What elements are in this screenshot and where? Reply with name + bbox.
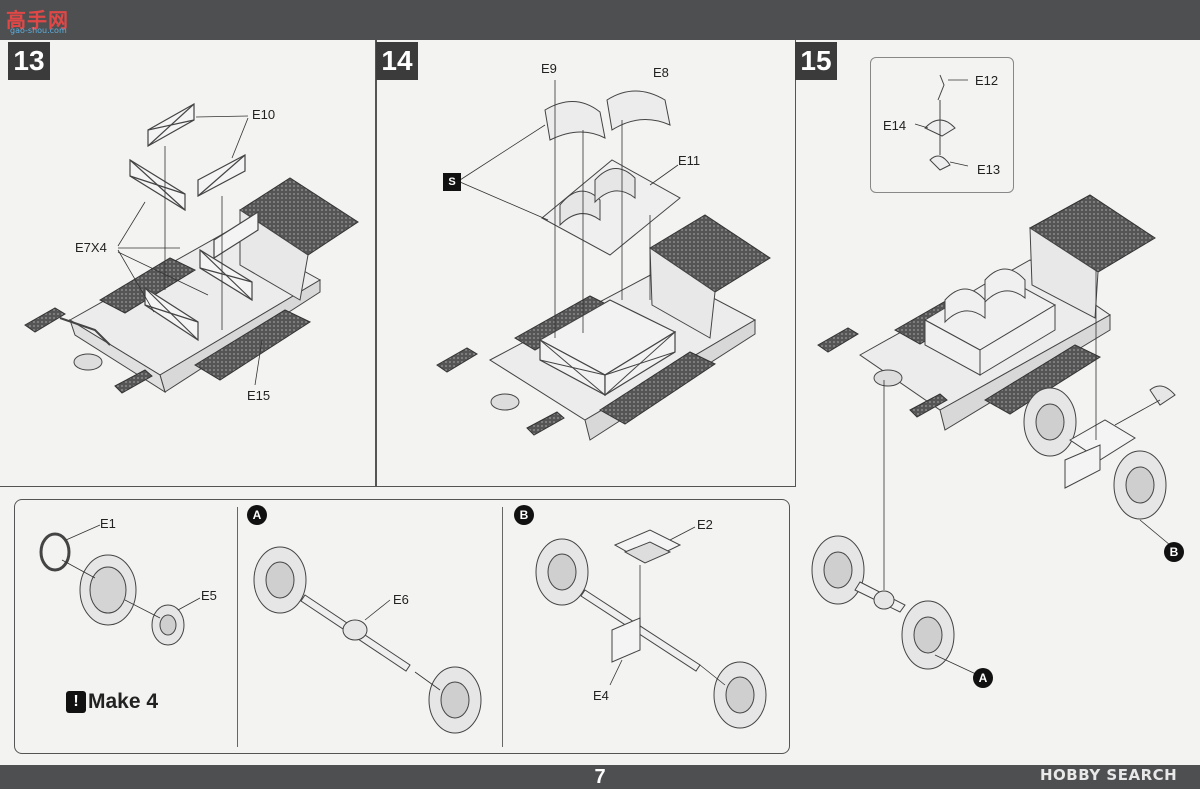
step-15-inset-frame: [870, 57, 1014, 193]
site-logo-text: 高手网: [6, 8, 69, 32]
step-14-badge: 14: [376, 42, 418, 80]
top-bar: [0, 0, 1200, 40]
callout-e12: E12: [975, 73, 999, 88]
callout-e1: E1: [100, 516, 116, 531]
callout-e9: E9: [541, 61, 557, 76]
axle-a-illustration: [253, 546, 482, 734]
wheel-illustration: [39, 524, 201, 646]
step-13-frame: [0, 40, 376, 487]
site-logo: 高手网 gao-shou.com: [4, 4, 74, 36]
callout-e8: E8: [653, 65, 669, 80]
step-13-badge: 13: [8, 42, 50, 80]
callout-e14: E14: [883, 118, 907, 133]
callout-e11: E11: [678, 153, 701, 168]
marker-a-step-15: A: [973, 668, 993, 688]
make-4-note: !Make 4: [66, 690, 158, 718]
hobby-search-watermark: HOBBY SEARCH: [1040, 763, 1196, 787]
callout-e2: E2: [697, 517, 713, 532]
step-15-badge: 15: [795, 42, 837, 80]
callout-e7x4: E7X4: [75, 240, 107, 255]
subassembly-divider-1: [237, 507, 238, 747]
glue-icon: S: [443, 173, 461, 191]
callout-e4: E4: [593, 688, 609, 703]
marker-b-step-15: B: [1164, 542, 1184, 562]
subassembly-panel: [14, 499, 790, 754]
marker-a: A: [247, 505, 267, 525]
step-14-frame: [376, 40, 796, 487]
make-4-label: Make 4: [88, 690, 159, 713]
site-logo-url: gao-shou.com: [10, 26, 67, 35]
callout-e10: E10: [252, 107, 276, 122]
axle-b-illustration: [535, 526, 767, 729]
callout-e5: E5: [201, 588, 217, 603]
step-14-illustration: [436, 80, 771, 441]
callout-e13: E13: [977, 162, 1001, 177]
marker-b: B: [514, 505, 534, 525]
step-15-illustration: [811, 74, 1176, 676]
hobby-search-text: HOBBY SEARCH: [1040, 766, 1178, 784]
subassembly-divider-2: [502, 507, 503, 747]
page-number: 7: [594, 766, 606, 788]
callout-e6: E6: [393, 592, 409, 607]
step-13-illustration: [24, 102, 359, 394]
warning-icon: !: [66, 691, 86, 713]
callout-e15: E15: [247, 388, 271, 403]
bottom-bar: [0, 765, 1200, 789]
